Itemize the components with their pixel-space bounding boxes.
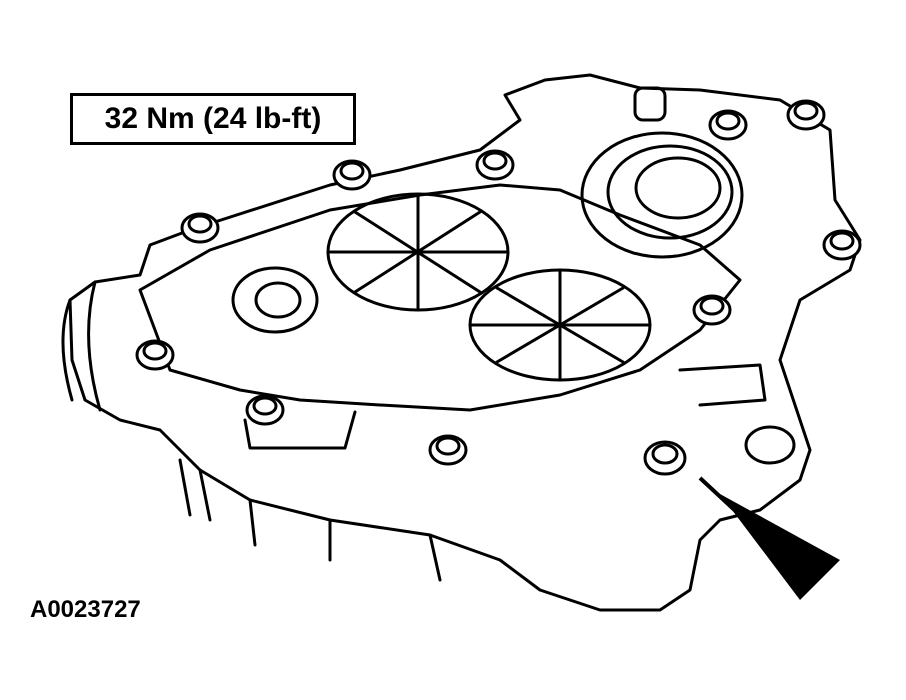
shaft-boss — [231, 266, 319, 334]
bolt — [643, 440, 687, 476]
spoked-window-left — [326, 192, 510, 312]
spokes-left — [328, 194, 508, 310]
cover-plate — [138, 183, 742, 412]
bolt — [692, 294, 732, 326]
input-neck — [61, 280, 102, 412]
bolt — [135, 339, 175, 371]
bolt — [708, 109, 748, 141]
bolt — [428, 434, 468, 466]
lower-ribs — [178, 458, 442, 582]
bolt — [245, 394, 285, 426]
bolt — [786, 99, 826, 131]
bolt-group — [135, 99, 862, 476]
bolt — [332, 159, 372, 191]
output-seal-mid — [606, 144, 734, 240]
spokes-right — [470, 268, 650, 382]
bolt — [822, 229, 862, 261]
bolt — [475, 149, 515, 181]
output-seal-outer — [580, 131, 744, 259]
lower-boss — [744, 425, 796, 465]
bolt — [180, 212, 220, 244]
pointer-arrow — [698, 476, 840, 600]
bracket-right — [678, 363, 767, 407]
bracket-left — [243, 410, 357, 450]
housing-outline — [68, 73, 862, 612]
figure-id-label: A0023727 — [30, 596, 141, 623]
top-pin — [633, 86, 667, 122]
torque-spec-label: 32 Nm (24 lb-ft) — [70, 93, 356, 145]
shaft-boss-inner — [254, 281, 302, 319]
output-seal-inner — [634, 156, 722, 220]
